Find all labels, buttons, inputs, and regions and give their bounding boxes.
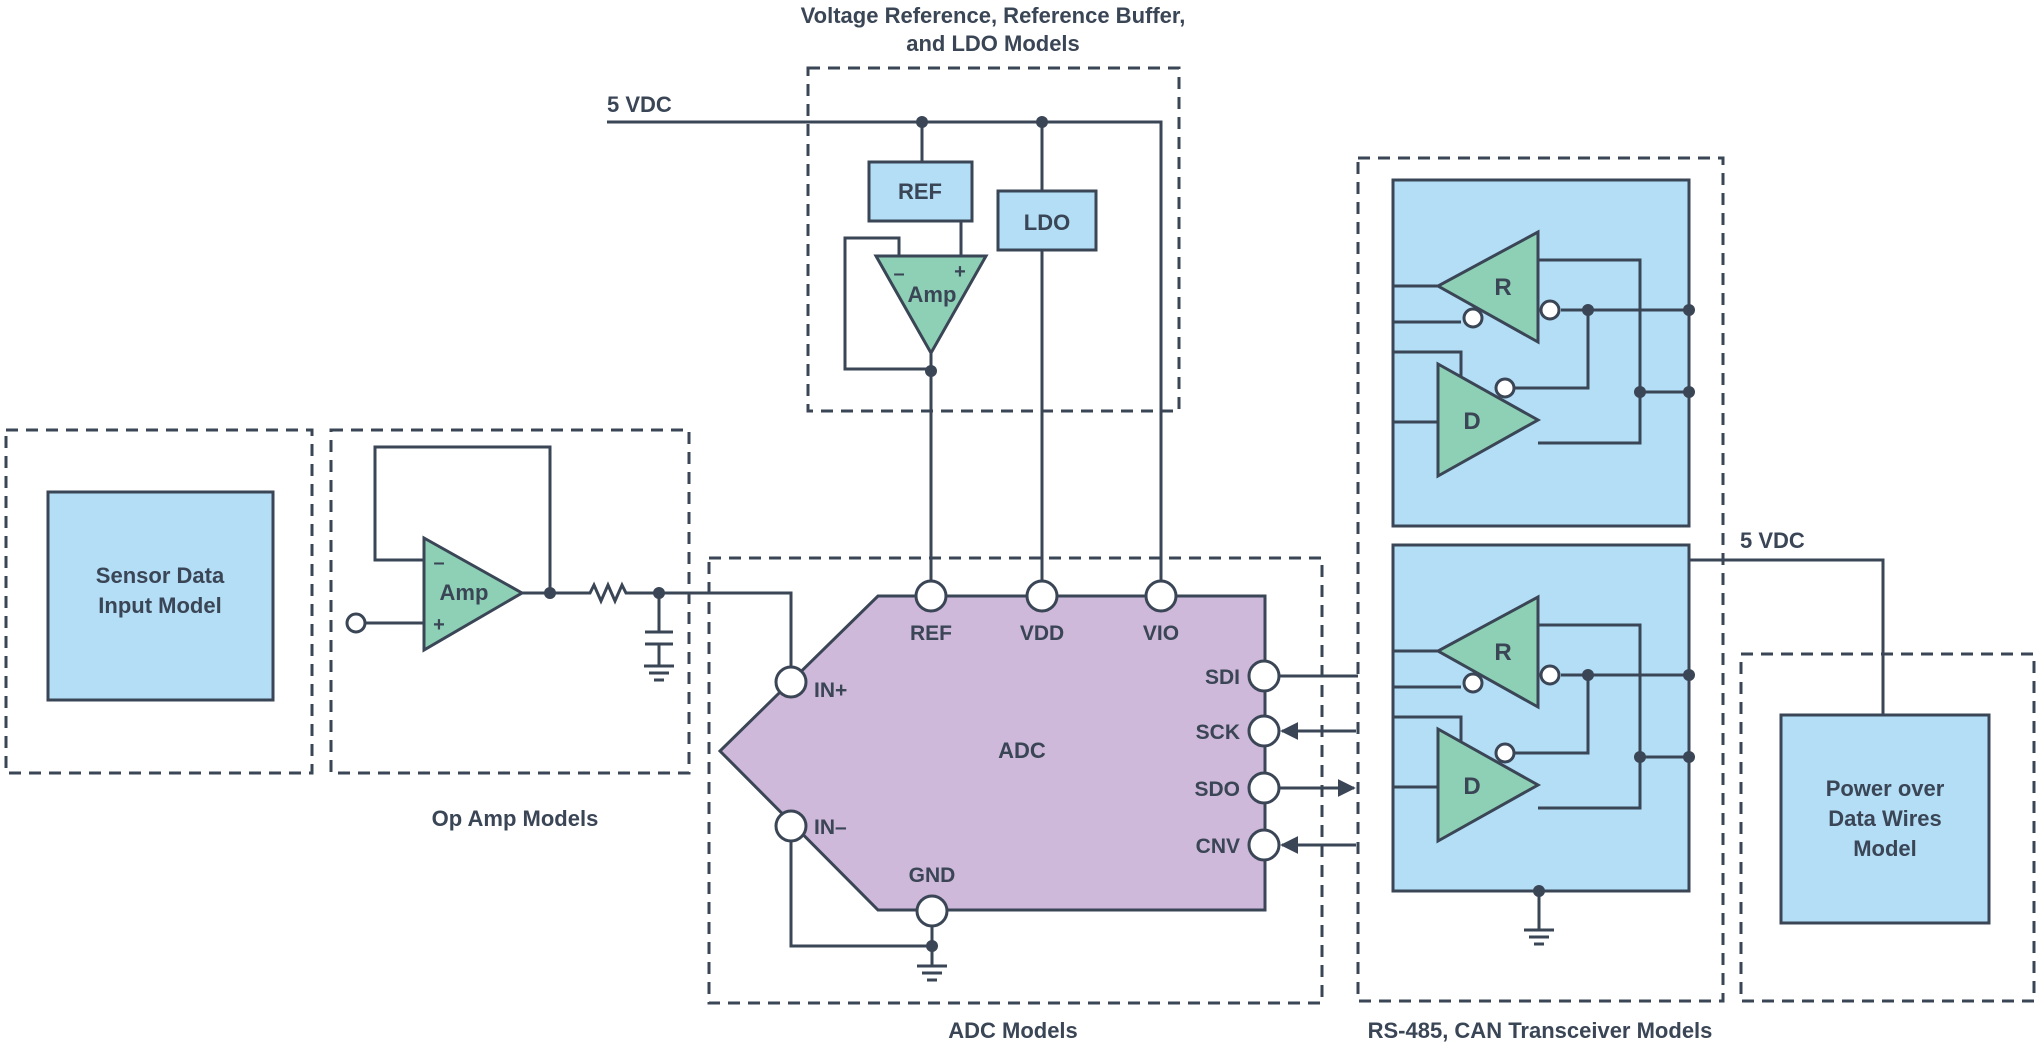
opamp-feedback-wire [373,445,552,593]
adc-pin-in-minus-label: IN– [814,816,847,839]
ldo-block-label: LDO [1024,210,1070,235]
adc-pin-vio [1144,579,1178,613]
power-label-line3: Model [1853,836,1917,861]
driver-enable-bubble [1494,377,1516,399]
opamp-label: Amp [440,580,489,605]
junction-dot [1683,669,1695,681]
receiver-output-bubble [1539,664,1561,686]
reference-group-box [806,66,1181,413]
adc-pin-cnv [1247,828,1281,862]
transceiver-bus-wires [1503,623,1690,810]
ref-amp-label: Amp [908,282,957,307]
driver-label: D [1463,773,1480,800]
op-amp [422,535,526,653]
sensor-data-block [46,490,275,702]
adc-pin-vio-label: VIO [1143,622,1179,645]
adc-pin-in-plus-label: IN+ [814,679,847,702]
adc-pin-in-minus [774,809,808,843]
adc-pin-in-plus [774,665,808,699]
driver-amp [1436,361,1542,479]
adc-label: ADC [998,738,1046,763]
transceiver-bottom: R D [1391,543,1695,893]
transceiver-caption: RS-485, CAN Transceiver Models [1368,1018,1713,1043]
power-over-data-block [1779,713,1991,925]
adc-pin-gnd [915,894,949,928]
opamp-group-box [329,428,691,775]
driver-enable-bubble [1494,742,1516,764]
junction-dot [1683,386,1695,398]
in-minus-ground-wire [789,841,932,948]
sensor-label-line2: Input Model [98,593,221,618]
receiver-enable-bubble [1462,672,1484,694]
power-label-line1: Power over [1826,776,1945,801]
adc-pin-ref [914,579,948,613]
receiver-amp [1434,229,1540,345]
junction-dot [544,587,556,599]
supply-rail-right [1690,558,1885,715]
junction-dot [1582,669,1594,681]
receiver-amp [1434,594,1540,710]
sensor-label-line1: Sensor Data [96,563,225,588]
receiver-label: R [1494,639,1511,666]
opamp-caption: Op Amp Models [432,806,599,831]
opamp-plus: + [433,614,445,636]
adc-caption: ADC Models [948,1018,1078,1043]
capacitor-symbol [644,593,674,682]
junction-dot [1036,116,1048,128]
transceiver-input-wires [1393,649,1463,789]
opamp-input-terminal [345,612,367,634]
junction-dot [916,116,928,128]
adc-pin-sdo-label: SDO [1194,778,1240,801]
ref-amp-plus: + [954,261,966,283]
adc-pin-sck-label: SCK [1196,721,1240,744]
ref-block [867,160,974,223]
junction-dot [1533,885,1545,897]
sensor-group-box [4,428,314,775]
transceiver-bus-wires [1503,258,1690,445]
adc-block [717,594,1267,912]
driver-amp [1436,726,1542,844]
junction-dot [1683,751,1695,763]
supply-label-top: 5 VDC [607,92,672,117]
ref-block-label: REF [898,179,942,204]
buffer-feedback-wire [843,236,931,371]
adc-ground-symbol [917,926,947,982]
adc-pin-vdd [1025,579,1059,613]
adc-pin-sdi-label: SDI [1205,666,1240,689]
adc-pin-gnd-label: GND [909,864,956,887]
transceiver-input-wires [1393,284,1463,424]
reference-title-line1: Voltage Reference, Reference Buffer, [801,3,1186,28]
junction-dot [1634,386,1646,398]
rc-filter-wire [522,581,793,668]
receiver-enable-bubble [1462,307,1484,329]
reference-buffer-amp [873,254,989,357]
adc-pin-sck [1247,714,1281,748]
reference-title-line2: and LDO Models [906,31,1080,56]
adc-pin-cnv-label: CNV [1196,835,1240,858]
receiver-label: R [1494,274,1511,301]
driver-label: D [1463,408,1480,435]
ref-amp-minus: – [893,263,904,285]
ldo-block [996,189,1098,252]
transceiver-ground-symbol [1524,891,1554,946]
adc-pin-sdo [1247,771,1281,805]
adc-pin-vdd-label: VDD [1020,622,1064,645]
junction-dot [1634,751,1646,763]
adc-pin-sdi [1247,659,1281,693]
receiver-output-bubble [1539,299,1561,321]
adc-pin-ref-label: REF [910,622,952,645]
supply-rail-top [607,120,1163,598]
power-label-line2: Data Wires [1828,806,1942,831]
junction-dot [926,940,938,952]
transceiver-group-box [1356,156,1725,1003]
junction-dot [1683,304,1695,316]
adc-group-box [707,556,1324,1005]
junction-dot [1582,304,1594,316]
opamp-minus: – [433,552,444,574]
transceiver-top: R D [1391,178,1695,528]
junction-dot [925,365,937,377]
power-group-box [1739,652,2036,1003]
supply-label-right: 5 VDC [1740,528,1805,553]
